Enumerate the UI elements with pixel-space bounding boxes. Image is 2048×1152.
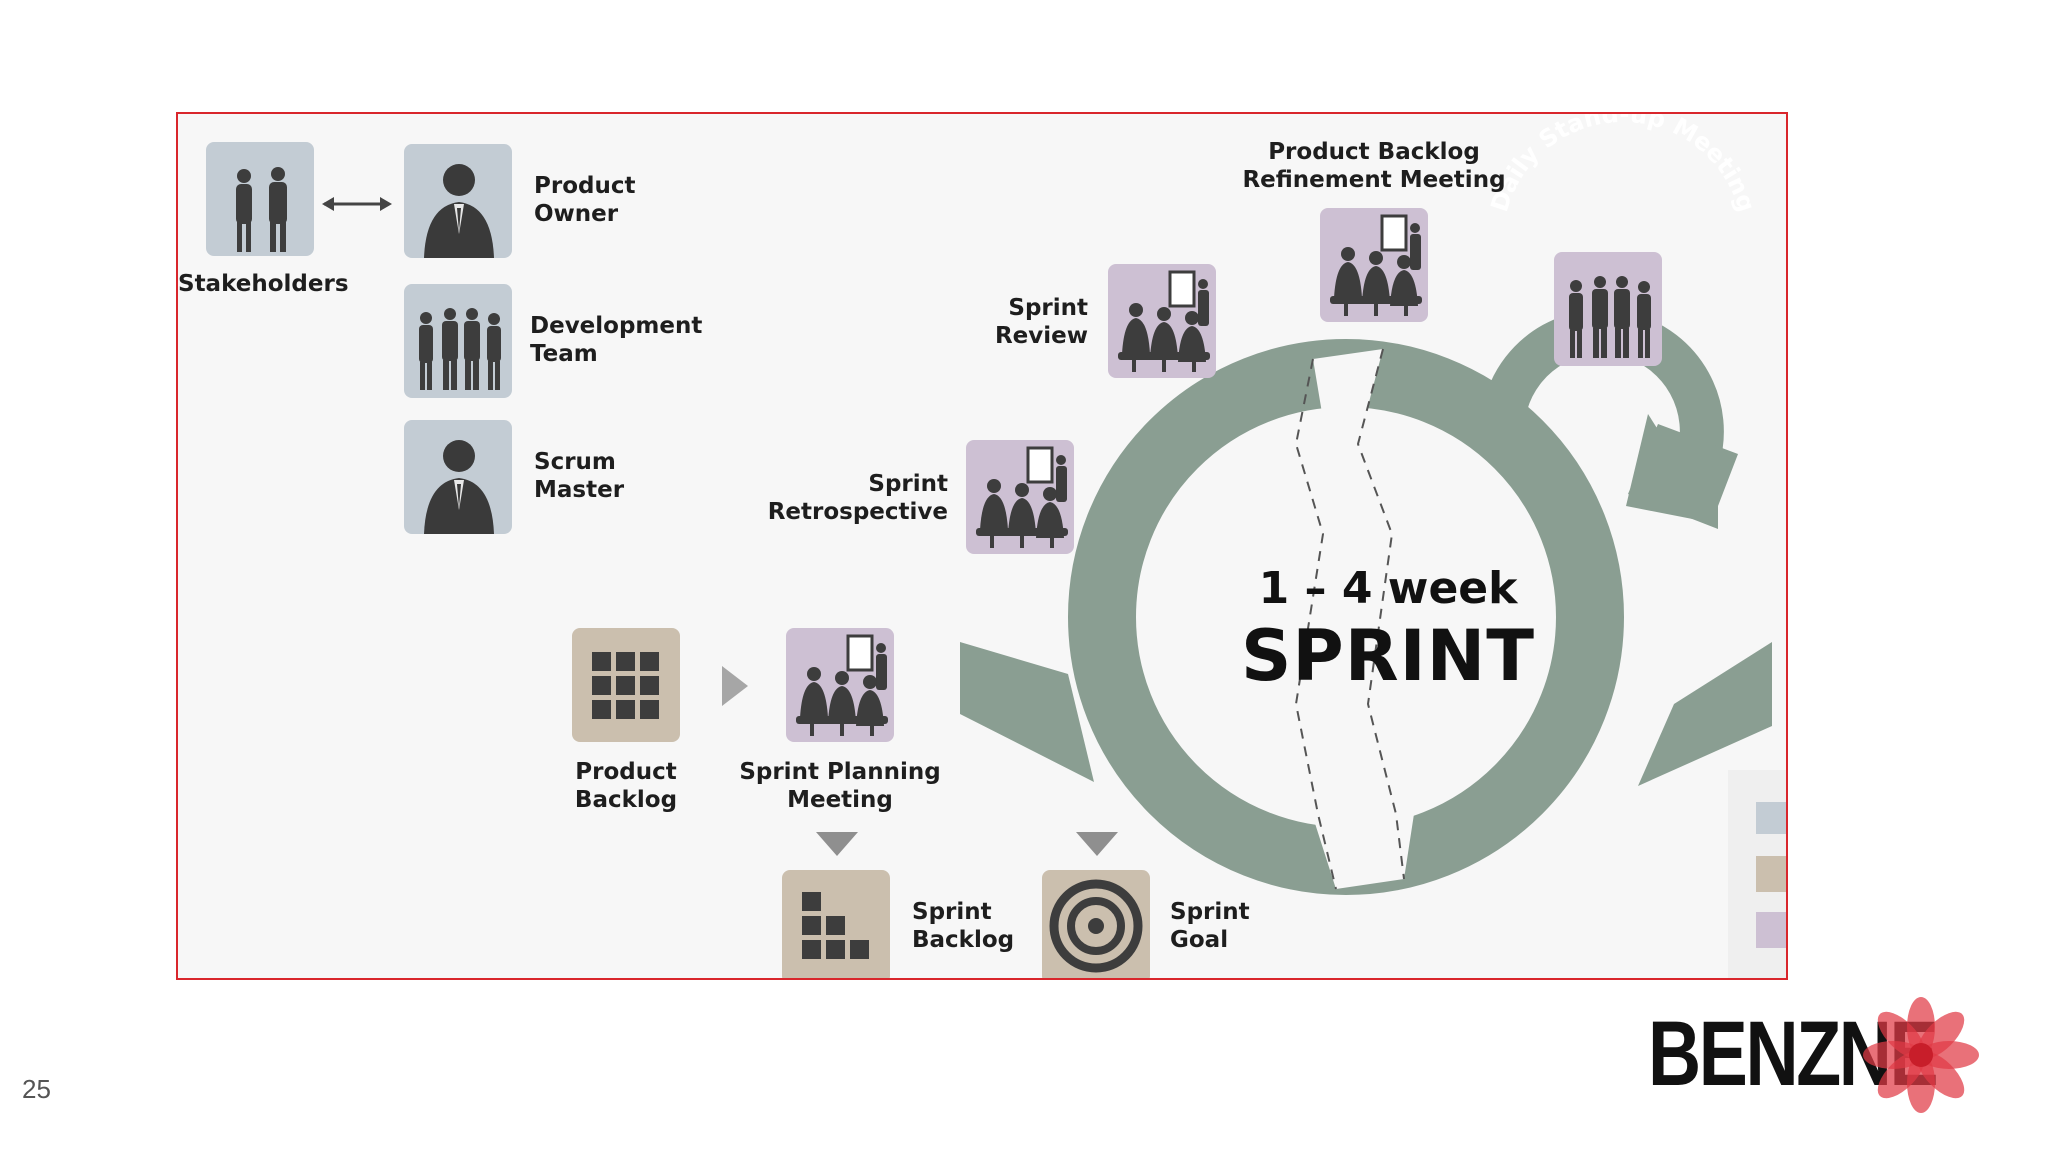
scrum-diagram: Daily Stand-up Meeting <box>206 114 1786 978</box>
double-arrow-icon <box>322 197 392 211</box>
ring-break <box>1296 349 1414 889</box>
daily-standup-arrowhead-tip <box>1626 414 1718 524</box>
daily-standup-label: Daily Stand-up Meeting <box>1485 114 1761 215</box>
legend-swatch-artifacts <box>1756 856 1786 892</box>
sprint-title: 1 – 4 week SPRINT <box>1238 562 1538 696</box>
grid-icon <box>592 652 659 719</box>
legend-swatch-roles <box>1756 802 1786 834</box>
incoming-arrow-left <box>960 642 1094 782</box>
outgoing-arrow-right <box>1638 642 1772 786</box>
sprint-duration: 1 – 4 week <box>1258 563 1518 614</box>
scrum-diagram-frame: Daily Stand-up Meeting <box>176 112 1788 980</box>
flower-logo-icon <box>1863 997 1979 1113</box>
arrow-down-icon-planning <box>816 832 858 856</box>
target-icon <box>1049 879 1143 973</box>
legend-swatch-events <box>1756 912 1786 948</box>
benzne-logo: BENZNE <box>1648 996 1979 1116</box>
stairs-icon <box>802 892 869 959</box>
ring-break-dash-right <box>1356 348 1405 880</box>
arrow-right-icon <box>722 666 748 706</box>
sprint-label: SPRINT <box>1241 615 1535 697</box>
ring-break-dash-left <box>1294 358 1337 890</box>
stakeholders-label: Stakeholders <box>178 271 349 297</box>
page-number: 25 <box>22 1074 51 1104</box>
stakeholders-tile <box>206 142 314 256</box>
arrow-down-icon-goal <box>1076 832 1118 856</box>
